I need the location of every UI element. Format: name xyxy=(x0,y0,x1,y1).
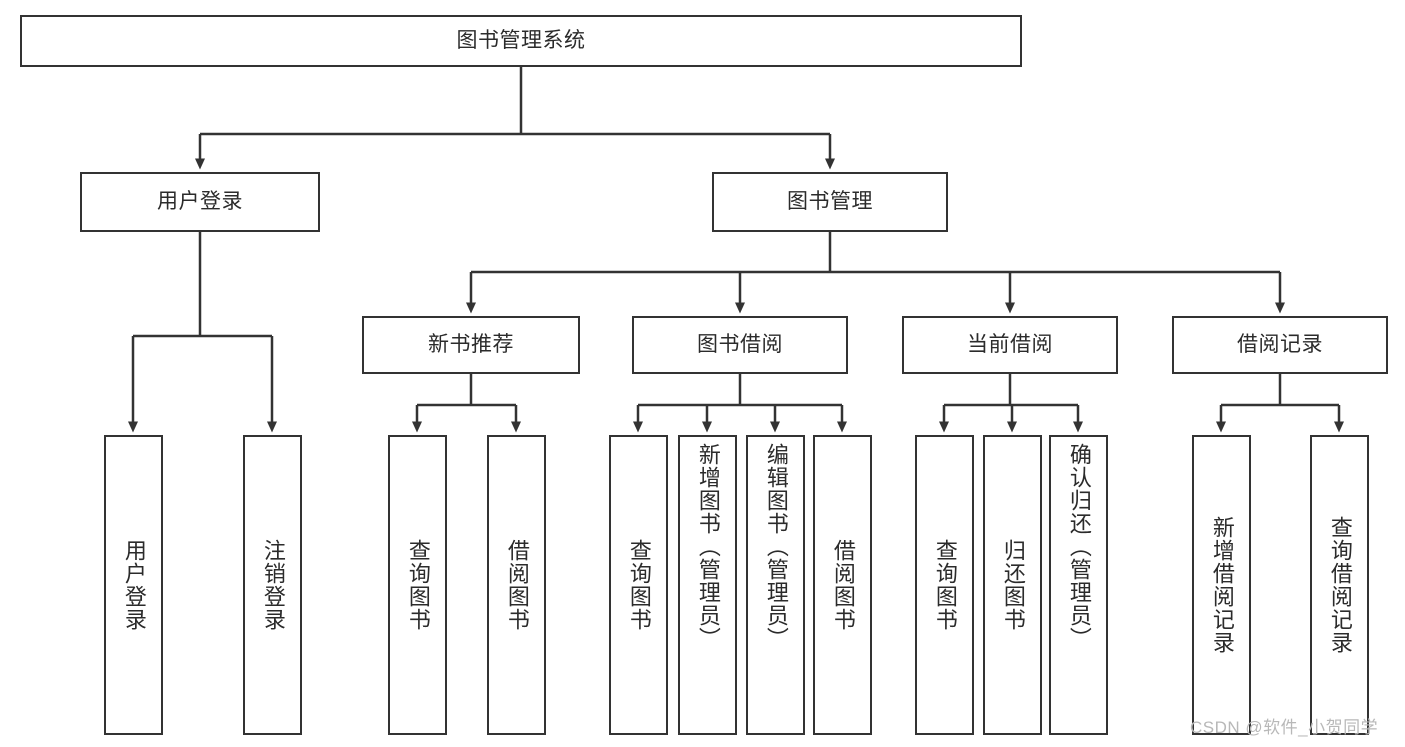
node-leaf-add-record[interactable]: 新增借阅记录 xyxy=(1192,435,1251,735)
node-leaf-query-book-3[interactable]: 查询图书 xyxy=(915,435,974,735)
node-leaf-return-book-label: 归还图书 xyxy=(1000,539,1026,631)
node-book-borrow-label: 图书借阅 xyxy=(697,333,783,357)
node-leaf-borrow-book-1-label: 借阅图书 xyxy=(504,539,530,631)
node-leaf-logout[interactable]: 注销登录 xyxy=(243,435,302,735)
node-leaf-query-record[interactable]: 查询借阅记录 xyxy=(1310,435,1369,735)
node-leaf-confirm-return-label: 确认归还（管理员） xyxy=(1066,443,1092,650)
node-leaf-borrow-book-1[interactable]: 借阅图书 xyxy=(487,435,546,735)
node-borrow-record[interactable]: 借阅记录 xyxy=(1172,316,1388,374)
node-leaf-edit-book[interactable]: 编辑图书（管理员） xyxy=(746,435,805,735)
node-leaf-query-book-3-label: 查询图书 xyxy=(932,539,958,631)
node-leaf-query-record-label: 查询借阅记录 xyxy=(1327,516,1353,654)
node-leaf-add-book[interactable]: 新增图书（管理员） xyxy=(678,435,737,735)
node-leaf-borrow-book-2-label: 借阅图书 xyxy=(830,539,856,631)
node-leaf-add-record-label: 新增借阅记录 xyxy=(1209,516,1235,654)
node-new-book-rec[interactable]: 新书推荐 xyxy=(362,316,580,374)
node-book-manage-label: 图书管理 xyxy=(787,190,873,214)
node-leaf-add-book-label: 新增图书（管理员） xyxy=(695,443,721,650)
node-root-label: 图书管理系统 xyxy=(456,29,586,53)
node-leaf-return-book[interactable]: 归还图书 xyxy=(983,435,1042,735)
node-current-borrow-label: 当前借阅 xyxy=(967,333,1053,357)
node-user-login-label: 用户登录 xyxy=(157,190,243,214)
node-book-manage[interactable]: 图书管理 xyxy=(712,172,948,232)
node-leaf-confirm-return[interactable]: 确认归还（管理员） xyxy=(1049,435,1108,735)
node-borrow-record-label: 借阅记录 xyxy=(1237,333,1323,357)
node-new-book-rec-label: 新书推荐 xyxy=(428,333,514,357)
node-leaf-logout-label: 注销登录 xyxy=(260,539,286,631)
node-leaf-query-book-1-label: 查询图书 xyxy=(405,539,431,631)
node-leaf-query-book-1[interactable]: 查询图书 xyxy=(388,435,447,735)
node-user-login[interactable]: 用户登录 xyxy=(80,172,320,232)
node-leaf-user-login-label: 用户登录 xyxy=(121,539,147,631)
node-root[interactable]: 图书管理系统 xyxy=(20,15,1022,67)
node-leaf-user-login[interactable]: 用户登录 xyxy=(104,435,163,735)
node-leaf-borrow-book-2[interactable]: 借阅图书 xyxy=(813,435,872,735)
node-current-borrow[interactable]: 当前借阅 xyxy=(902,316,1118,374)
node-leaf-query-book-2[interactable]: 查询图书 xyxy=(609,435,668,735)
node-book-borrow[interactable]: 图书借阅 xyxy=(632,316,848,374)
node-leaf-edit-book-label: 编辑图书（管理员） xyxy=(763,443,789,650)
node-leaf-query-book-2-label: 查询图书 xyxy=(626,539,652,631)
